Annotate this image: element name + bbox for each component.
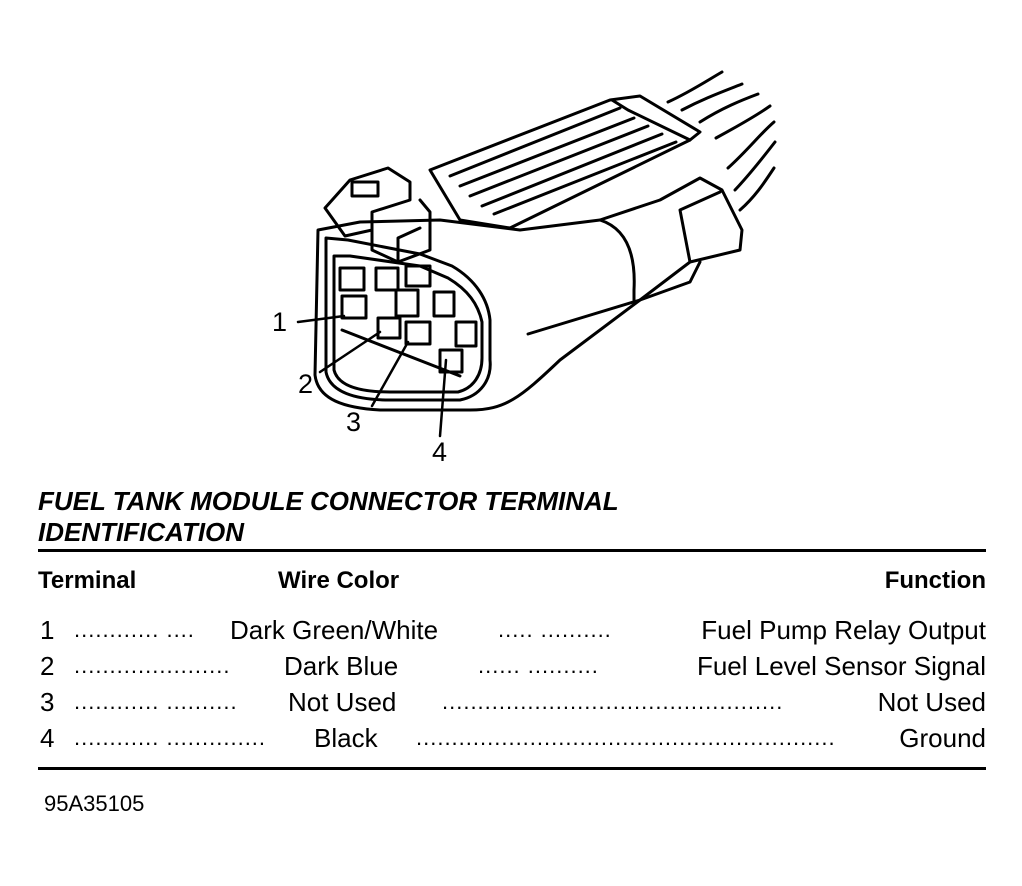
connector-drawing xyxy=(296,70,777,438)
leader-dots: ..... .......... xyxy=(498,617,612,642)
table-row: 3 ............ .......... Not Used .....… xyxy=(38,686,986,720)
leader-line-4 xyxy=(438,358,448,438)
top-rule xyxy=(38,549,986,552)
leader-line-2 xyxy=(318,330,382,374)
terminal-number: 1 xyxy=(40,615,55,645)
terminal-number: 2 xyxy=(40,651,55,681)
leader-dots: ...................... xyxy=(74,653,231,678)
leader-line-3 xyxy=(370,340,410,408)
callout-4: 4 xyxy=(432,437,448,467)
connector-body xyxy=(313,176,744,412)
title-line-2: IDENTIFICATION xyxy=(38,517,245,547)
wire-bundle xyxy=(666,70,777,212)
header-terminal: Terminal xyxy=(38,567,137,594)
figure-code: 95A35105 xyxy=(44,791,145,816)
diagram-title: FUEL TANK MODULE CONNECTOR TERMINAL IDEN… xyxy=(38,486,619,548)
function-value: Fuel Pump Relay Output xyxy=(701,615,986,645)
table-row: 1 ............ .... Dark Green/White ...… xyxy=(38,614,986,648)
wire-color-value: Dark Blue xyxy=(284,651,399,681)
bottom-rule xyxy=(38,767,986,770)
wire-color-value: Dark Green/White xyxy=(230,615,439,645)
callout-1: 1 xyxy=(272,307,288,337)
leader-line-1 xyxy=(296,314,346,324)
top-housing xyxy=(428,94,702,230)
header-function: Function xyxy=(884,567,986,594)
leader-dots: ...... .......... xyxy=(478,653,599,678)
terminal-number: 4 xyxy=(40,723,55,753)
leader-dots: ............ .............. xyxy=(74,725,267,750)
callout-leaders xyxy=(296,314,448,438)
terminal-number: 3 xyxy=(40,687,55,717)
connector-face xyxy=(324,236,492,402)
function-value: Fuel Level Sensor Signal xyxy=(696,651,986,681)
function-value: Ground xyxy=(899,723,986,753)
wire-color-value: Not Used xyxy=(288,687,397,717)
leader-dots: ............ .... xyxy=(74,617,195,642)
function-value: Not Used xyxy=(877,687,986,717)
table-row: 2 ...................... Dark Blue .....… xyxy=(38,650,986,684)
leader-dots: ........................................… xyxy=(416,725,836,750)
table-row: 4 ............ .............. Black ....… xyxy=(38,722,986,756)
leader-dots: ........................................… xyxy=(442,689,784,714)
callout-2: 2 xyxy=(298,369,314,399)
wire-color-value: Black xyxy=(314,723,378,753)
callout-3: 3 xyxy=(346,407,362,437)
title-line-1: FUEL TANK MODULE CONNECTOR TERMINAL xyxy=(38,486,619,516)
locking-latch xyxy=(323,166,432,264)
header-wire-color: Wire Color xyxy=(278,567,400,594)
leader-dots: ............ .......... xyxy=(74,689,238,714)
